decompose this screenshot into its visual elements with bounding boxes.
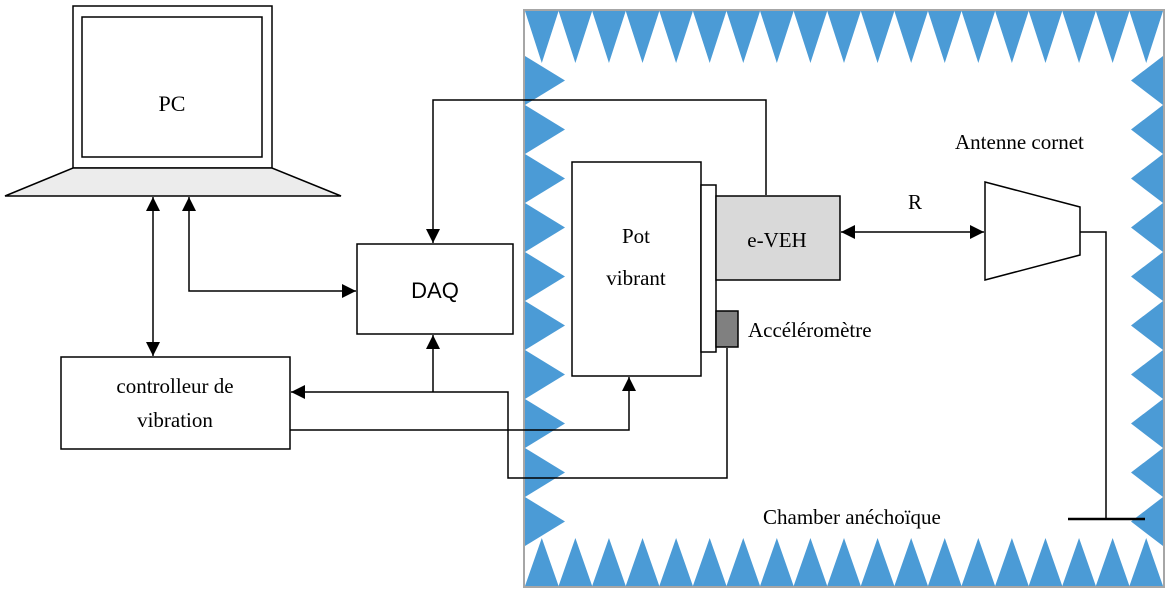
- absorber-cone: [827, 11, 861, 63]
- absorber-cone: [961, 11, 996, 63]
- controller-label-line1: controlleur de: [116, 374, 233, 398]
- absorber-cone: [726, 11, 761, 63]
- anechoic-chamber: [523, 9, 1165, 588]
- absorber-cone: [726, 538, 761, 586]
- absorber-cone: [827, 538, 861, 586]
- absorber-cone: [558, 538, 593, 586]
- absorber-cone: [1131, 448, 1163, 497]
- absorber-cone: [860, 11, 895, 63]
- laptop-screen: [81, 16, 263, 158]
- link-accelerometer-controller: [291, 348, 728, 479]
- absorber-cone: [760, 11, 794, 63]
- absorber-cone: [525, 56, 565, 105]
- absorber-cone: [1131, 399, 1163, 448]
- shaker: Pot vibrant: [571, 161, 717, 377]
- absorber-cone: [592, 538, 626, 586]
- eveh-label: e-VEH: [747, 228, 806, 252]
- absorber-cone: [692, 11, 727, 63]
- absorber-cone: [1062, 11, 1096, 63]
- absorber-cone: [1131, 56, 1163, 105]
- absorber-cone: [525, 448, 565, 497]
- shaker-label-line1: Pot: [622, 224, 650, 248]
- antenna-mast: [1080, 231, 1107, 519]
- link-eveh-daq: [426, 99, 767, 243]
- absorber-cone: [1131, 203, 1163, 252]
- link-controller-shaker: [290, 377, 636, 431]
- absorber-cone: [558, 11, 593, 63]
- absorber-cone: [793, 11, 828, 63]
- daq-box: DAQ: [356, 243, 514, 335]
- absorber-cone: [625, 538, 660, 586]
- horn-antenna: Antenne cornet: [955, 130, 1145, 521]
- absorber-cone: [1062, 538, 1096, 586]
- absorber-cone: [1131, 105, 1163, 154]
- absorber-cone: [525, 301, 565, 350]
- absorber-cone: [1131, 301, 1163, 350]
- absorber-cone: [525, 154, 565, 203]
- link-pc-daq: [182, 197, 356, 298]
- absorber-cone: [1028, 538, 1063, 586]
- absorber-cone: [1131, 497, 1163, 546]
- absorber-cone: [860, 538, 895, 586]
- vibration-controller-box: controlleur de vibration: [60, 356, 291, 450]
- absorber-cone: [1028, 11, 1063, 63]
- connections: [146, 99, 984, 479]
- absorber-cone: [961, 538, 996, 586]
- absorber-cone: [894, 538, 928, 586]
- absorber-cone: [1129, 538, 1163, 586]
- absorber-cone: [995, 11, 1029, 63]
- laptop-base: [4, 167, 342, 197]
- absorber-cone: [525, 252, 565, 301]
- chamber-label: Chamber anéchoïque: [763, 505, 941, 529]
- shaker-label-line2: vibrant: [606, 266, 666, 290]
- eveh-device: e-VEH: [715, 195, 841, 281]
- absorber-cone: [525, 538, 559, 586]
- laptop-pc: PC: [4, 5, 342, 197]
- absorber-cones: [525, 11, 1163, 586]
- controller-label-line2: vibration: [137, 408, 213, 432]
- shaker-body: [571, 161, 702, 377]
- absorber-cone: [525, 11, 559, 63]
- absorber-cone: [1129, 11, 1163, 63]
- pc-label: PC: [159, 91, 186, 116]
- absorber-cone: [995, 538, 1029, 586]
- absorber-cone: [760, 538, 794, 586]
- absorber-cone: [659, 11, 693, 63]
- absorber-cone: [592, 11, 626, 63]
- absorber-cone: [1095, 11, 1130, 63]
- daq-label: DAQ: [411, 278, 459, 303]
- absorber-cone: [659, 538, 693, 586]
- absorber-cone: [1131, 154, 1163, 203]
- absorber-cone: [927, 538, 962, 586]
- absorber-cone: [894, 11, 928, 63]
- absorber-cone: [525, 350, 565, 399]
- horn-antenna-icon: [984, 181, 1081, 281]
- absorber-cone: [692, 538, 727, 586]
- distance-label: R: [908, 190, 922, 214]
- absorber-cone: [625, 11, 660, 63]
- chamber-wall: [523, 9, 1165, 588]
- antenna-label: Antenne cornet: [955, 130, 1084, 154]
- absorber-cone: [525, 399, 565, 448]
- absorber-cone: [1131, 350, 1163, 399]
- shaker-plate: [700, 184, 717, 353]
- absorber-cone: [927, 11, 962, 63]
- absorber-cone: [1095, 538, 1130, 586]
- accelerometer: Accéléromètre: [715, 310, 872, 348]
- absorber-cone: [1131, 252, 1163, 301]
- accelerometer-label: Accéléromètre: [748, 318, 872, 342]
- absorber-cone: [525, 203, 565, 252]
- absorber-cone: [793, 538, 828, 586]
- absorber-cone: [525, 105, 565, 154]
- absorber-cone: [525, 497, 565, 546]
